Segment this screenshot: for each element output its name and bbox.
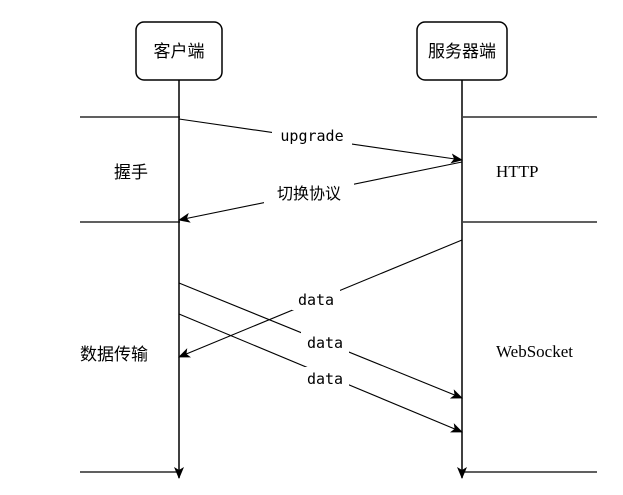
transfer-protocol-label: WebSocket — [496, 342, 573, 361]
client-actor-label: 客户端 — [154, 42, 205, 62]
upgrade-message-label: upgrade — [280, 127, 343, 145]
switch-protocol-message-label: 切换协议 — [277, 184, 341, 203]
server-actor-box — [416, 21, 508, 81]
handshake-phase-label: 握手 — [114, 163, 148, 183]
transfer-phase-label: 数据传输 — [80, 345, 148, 365]
client-actor-box — [135, 21, 223, 81]
server-actor-label: 服务器端 — [428, 42, 496, 62]
upgrade-label-background — [272, 124, 352, 146]
switch-protocol-label-background — [264, 181, 354, 205]
server-actor: 服务器端 — [416, 21, 508, 81]
client-actor: 客户端 — [135, 21, 223, 81]
data-message-label-2: data — [307, 334, 343, 352]
data-label-1-background — [292, 288, 340, 310]
data-message-label-1: data — [298, 291, 334, 309]
handshake-protocol-label: HTTP — [496, 162, 539, 181]
data-label-2-background — [301, 331, 349, 353]
data-label-3-background — [301, 367, 349, 389]
data-message-label-3: data — [307, 370, 343, 388]
